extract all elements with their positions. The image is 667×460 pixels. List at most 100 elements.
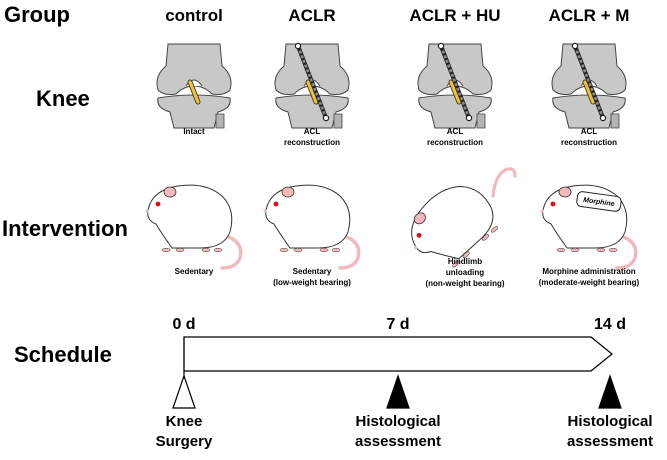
rat-tail-icon: [338, 234, 361, 270]
rat-ear-icon: [558, 186, 572, 198]
rat-foot-icon: [161, 247, 171, 253]
rat-foot-icon: [319, 247, 329, 253]
graft-icon: [439, 45, 471, 119]
rat-eye-icon: [416, 232, 422, 238]
rat-eye-icon: [273, 201, 279, 207]
suspended-tail-icon: [491, 167, 517, 198]
knee-reconstruction-2: [274, 42, 350, 129]
rat-foot-icon: [556, 247, 566, 253]
acl-ligament-icon: [449, 80, 461, 104]
row-label-knee: Knee: [36, 86, 90, 111]
knee-caption-4-1: ACL: [581, 127, 598, 136]
column-header-1: control: [165, 6, 223, 25]
open-triangle-marker-icon: [172, 374, 196, 409]
column-headers: control ACLR ACLR + HU ACLR + M: [165, 6, 629, 25]
filled-triangle-marker-icon: [598, 374, 622, 409]
knee-caption-3-1: ACL: [447, 127, 464, 136]
acl-ligament-icon: [583, 80, 595, 104]
rat-foot-icon: [608, 247, 618, 253]
rat-tail-icon: [615, 234, 638, 270]
row-label-group: Group: [4, 2, 70, 27]
rat-foot-icon: [490, 226, 498, 233]
rat-nose-icon: [145, 209, 149, 213]
timeline-event-1-line-1: Knee: [166, 413, 203, 430]
fixation-bottom-icon: [599, 114, 607, 122]
rat-sedentary-1: [145, 184, 243, 270]
rat-nose-icon: [540, 209, 544, 213]
fixation-top-icon: [437, 42, 445, 50]
graft-icon: [573, 45, 605, 119]
rat-foot-icon: [279, 247, 289, 253]
rat-eye-icon: [155, 201, 161, 207]
fibula-icon: [476, 113, 486, 129]
knee-caption-2-2: reconstruction: [284, 138, 340, 147]
timeline-day-1: 0 d: [172, 316, 195, 333]
fibula-icon: [215, 113, 225, 129]
morphine-tag-icon: [576, 191, 622, 212]
fixation-bottom-icon: [322, 114, 330, 122]
rat-sedentary-2: [263, 184, 361, 270]
timeline-day-2: 7 d: [386, 316, 409, 333]
rat-foot-icon: [175, 247, 185, 253]
knee-caption-1-1: Intact: [183, 127, 205, 136]
rat-nose-icon: [413, 246, 418, 250]
knee-reconstruction-3: [417, 42, 493, 129]
rat-foot-icon: [331, 247, 341, 253]
fixation-bottom-icon: [465, 114, 473, 122]
rat-ear-icon: [163, 186, 177, 198]
rat-body-icon: [265, 184, 351, 249]
row-label-schedule: Schedule: [14, 342, 112, 367]
knee-intact-1: [156, 43, 232, 129]
timeline-event-3-line-1: Histological: [567, 413, 652, 430]
knee-reconstruction-4: [551, 42, 627, 129]
rat-nose-icon: [263, 209, 267, 213]
rat-eye-icon: [550, 201, 556, 207]
rat-caption-3-1: Hindlimb: [448, 257, 482, 266]
rat-caption-3-3: (non-weight bearing): [425, 279, 504, 288]
timeline-arrow: [183, 336, 613, 372]
rat-tail-icon: [220, 234, 243, 270]
rat-foot-icon: [570, 247, 580, 253]
rat-caption-4-1: Morphine administration: [542, 267, 635, 276]
column-header-2: ACLR: [288, 6, 335, 25]
fibula-icon: [610, 113, 620, 129]
column-header-4: ACLR + M: [549, 6, 630, 25]
timeline-event-2-line-2: assessment: [355, 433, 441, 450]
rat-body-icon: [147, 184, 233, 249]
rat-illustrations: Sedentary Sedentary (low-weight bearing) Hi…: [145, 167, 640, 288]
fixation-top-icon: [571, 42, 579, 50]
acl-ligament-icon: [188, 80, 200, 104]
rat-caption-3-2: unloading: [446, 268, 484, 277]
acl-ligament-icon: [306, 80, 318, 104]
timeline-event-3-line-2: assessment: [567, 433, 653, 450]
fixation-top-icon: [294, 42, 302, 50]
rat-foot-icon: [452, 260, 460, 268]
timeline-event-1-line-2: Surgery: [156, 433, 213, 450]
knee-illustrations: Intact ACL reconstruction ACL reconstruction…: [156, 42, 627, 147]
rat-ear-icon: [281, 186, 295, 198]
rat-hindlimb-unloading-3: [411, 167, 517, 268]
rat-caption-1-1: Sedentary: [175, 267, 214, 276]
knee-caption-2-1: ACL: [304, 127, 321, 136]
graft-icon: [296, 45, 328, 119]
timeline-event-2-line-1: Histological: [355, 413, 440, 430]
knee-caption-3-2: reconstruction: [427, 138, 483, 147]
rat-caption-2-1: Sedentary: [293, 267, 332, 276]
timeline-day-3: 14 d: [594, 316, 626, 333]
rat-caption-2-2: (low-weight bearing): [273, 278, 351, 287]
rat-foot-icon: [482, 234, 489, 241]
rat-body-icon: [411, 186, 494, 260]
rat-morphine-4: Morphine: [540, 184, 638, 270]
morphine-tag-label: Morphine: [583, 197, 615, 208]
column-header-3: ACLR + HU: [409, 6, 500, 25]
knee-caption-4-2: reconstruction: [561, 138, 617, 147]
rat-foot-icon: [462, 251, 470, 259]
rat-foot-icon: [213, 247, 223, 253]
row-label-intervention: Intervention: [2, 216, 128, 241]
rat-foot-icon: [596, 247, 606, 253]
filled-triangle-marker-icon: [386, 374, 410, 409]
rat-foot-icon: [293, 247, 303, 253]
rat-ear-icon: [413, 212, 426, 225]
